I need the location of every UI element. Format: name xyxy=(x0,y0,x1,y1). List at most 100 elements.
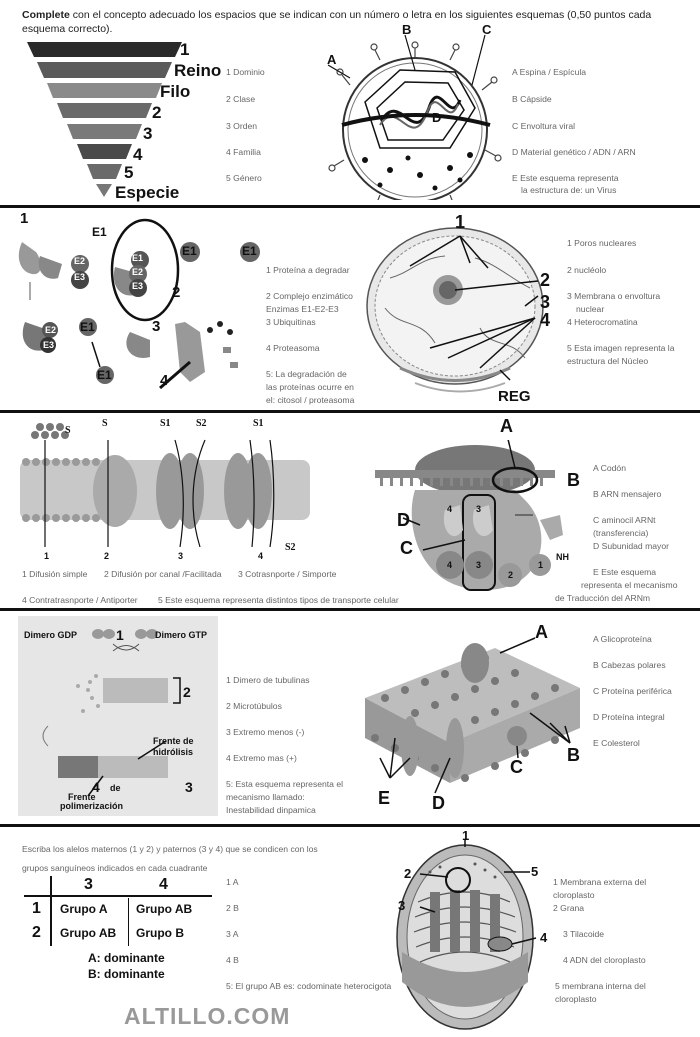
ubiquitin-diagram xyxy=(18,218,260,390)
nuc-answer-5b: estructura del Núcleo xyxy=(567,356,649,366)
cm-answer-e: E Colesterol xyxy=(593,738,640,748)
answer-1-5: 5 Género xyxy=(226,173,262,183)
mt-frente-hidro-2: hidrólisis xyxy=(153,747,194,757)
microtubule-panel xyxy=(18,616,218,816)
nuc-answer-1: 1 Poros nucleares xyxy=(567,238,637,248)
ub-label-e3a: E3 xyxy=(74,272,86,282)
mt-label-1: 1 xyxy=(116,627,124,643)
virus-answer-d: D Material genético / ADN / ARN xyxy=(512,147,636,157)
separator-2 xyxy=(0,410,700,413)
answer-4-4: 4 Extremo mas (+) xyxy=(226,753,297,763)
mem-label-s1a: S1 xyxy=(160,418,171,429)
rib-num-3a: 3 xyxy=(476,504,482,514)
separator-4 xyxy=(0,824,700,827)
rib-num-4b: 4 xyxy=(447,560,453,570)
cm-label-e: E xyxy=(378,788,391,808)
mt-dimer-gtp: Dimero GTP xyxy=(155,630,208,640)
ub-label-e1a: E1 xyxy=(92,225,107,239)
cm-answer-d: D Proteína integral xyxy=(593,712,665,722)
pyr-label-reino: Reino xyxy=(174,61,222,80)
virus-answer-e1: E Este esquema representa xyxy=(512,173,619,183)
chl-label-5: 5 xyxy=(531,864,539,879)
chl-answer-1a: 1 Membrana externa del xyxy=(553,877,647,887)
row-header-1: 1 xyxy=(32,900,41,917)
ub-label-e2b: E2 xyxy=(132,267,144,277)
virus-diagram xyxy=(327,34,502,200)
answer-5-3: 3 A xyxy=(226,929,239,939)
mt-frente-pol-2: de xyxy=(110,783,121,793)
ub-label-4: 4 xyxy=(160,372,169,389)
chl-label-1: 1 xyxy=(462,828,470,843)
cm-answer-b: B Cabezas polares xyxy=(593,660,666,670)
cell-2-3: Grupo AB xyxy=(60,926,117,940)
answer-3-3: 3 Cotrasnporte / Simporte xyxy=(238,569,337,579)
ub-label-e1d: E1 xyxy=(242,244,257,258)
chl-answer-4: 4 ADN del cloroplasto xyxy=(563,955,646,965)
rib-num-1: 1 xyxy=(538,560,544,570)
mem-label-s1: S xyxy=(65,425,71,436)
answer-5-2: 2 B xyxy=(226,903,239,913)
mem-label-s2a: S2 xyxy=(196,418,207,429)
answer-4-5b: mecanismo llamado: xyxy=(226,792,305,802)
ub-label-e1f: E1 xyxy=(97,368,112,382)
answer-1-4: 4 Familia xyxy=(226,147,261,157)
answer-4-3: 3 Extremo menos (-) xyxy=(226,727,305,737)
answer-5-4: 4 B xyxy=(226,955,239,965)
cm-label-c: C xyxy=(510,757,523,777)
pyr-label-2: 2 xyxy=(152,103,162,122)
rib-label-a: A xyxy=(500,416,513,436)
mem-label-s1b: S1 xyxy=(253,418,264,429)
ribosome-diagram xyxy=(375,440,563,591)
rib-num-4a: 4 xyxy=(447,504,453,514)
mem-label-2: 2 xyxy=(104,551,110,561)
answer-4-1: 1 Dimero de tubulinas xyxy=(226,675,310,685)
virus-label-c: C xyxy=(482,22,492,37)
chl-answer-2: 2 Grana xyxy=(553,903,585,913)
watermark-logo: ALTILLO.COM xyxy=(124,1003,291,1029)
rib-nh: NH xyxy=(556,552,569,562)
ub-label-e1b: E1 xyxy=(132,253,144,263)
answer-2-2b: Enzimas E1-E2-E3 xyxy=(266,304,339,314)
instructions: Complete con el concepto adecuado los es… xyxy=(22,8,692,36)
blood-table: 3 4 1 Grupo A Grupo AB 2 Grupo AB Grupo … xyxy=(24,876,214,946)
rib-answer-c2: (transferencia) xyxy=(593,528,649,538)
rib-answer-a: A Codón xyxy=(593,463,626,473)
ub-label-2: 2 xyxy=(172,284,181,301)
nuc-answer-4: 4 Heterocromatina xyxy=(567,317,638,327)
rib-answer-e1: E Este esquema xyxy=(593,567,657,577)
rib-label-c: C xyxy=(400,538,413,558)
col-header-4: 4 xyxy=(159,876,168,893)
answer-3-1: 1 Difusión simple xyxy=(22,569,88,579)
mem-label-1: 1 xyxy=(44,551,50,561)
pyr-label-1: 1 xyxy=(180,40,190,59)
mt-label-3: 3 xyxy=(185,779,193,795)
chl-answer-5b: cloroplasto xyxy=(555,994,597,1004)
virus-label-d: D xyxy=(432,110,442,125)
cm-label-a: A xyxy=(535,622,548,642)
rib-answer-c1: C aminocil ARNt xyxy=(593,515,656,525)
answer-5-5: 5: El grupo AB es: codominate heterocigo… xyxy=(226,981,392,991)
mt-frente-pol-1: Frente xyxy=(68,792,96,802)
virus-answer-e2: la estructura de: un Virus xyxy=(521,185,617,195)
virus-answer-b: B Cápside xyxy=(512,94,552,104)
answer-1-1: 1 Dominio xyxy=(226,67,265,77)
chl-answer-3: 3 Tilacoide xyxy=(563,929,605,939)
answer-4-5a: 5: Esta esquema representa el xyxy=(226,779,344,789)
answer-2-5b: las proteínas ocurre en xyxy=(266,382,354,392)
cm-answer-c: C Proteína periférica xyxy=(593,686,672,696)
ub-label-e3b: E3 xyxy=(132,281,144,291)
table-vline xyxy=(50,876,52,946)
nuc-label-4: 4 xyxy=(540,310,551,330)
answer-4-2: 2 Microtúbulos xyxy=(226,701,282,711)
chloroplast-diagram xyxy=(396,840,537,1030)
nucleus-diagram xyxy=(366,227,544,393)
row-header-2: 2 xyxy=(32,924,41,941)
nuc-label-3: 3 xyxy=(540,292,551,312)
rib-answer-e2: representa el mecanismo xyxy=(581,580,678,590)
chl-label-2: 2 xyxy=(404,866,412,881)
cm-label-d: D xyxy=(432,793,445,813)
mem-label-4: 4 xyxy=(258,551,264,561)
nuc-label-2: 2 xyxy=(540,270,551,290)
mt-label-4: 4 xyxy=(92,779,100,795)
rib-answer-b: B ARN mensajero xyxy=(593,489,662,499)
